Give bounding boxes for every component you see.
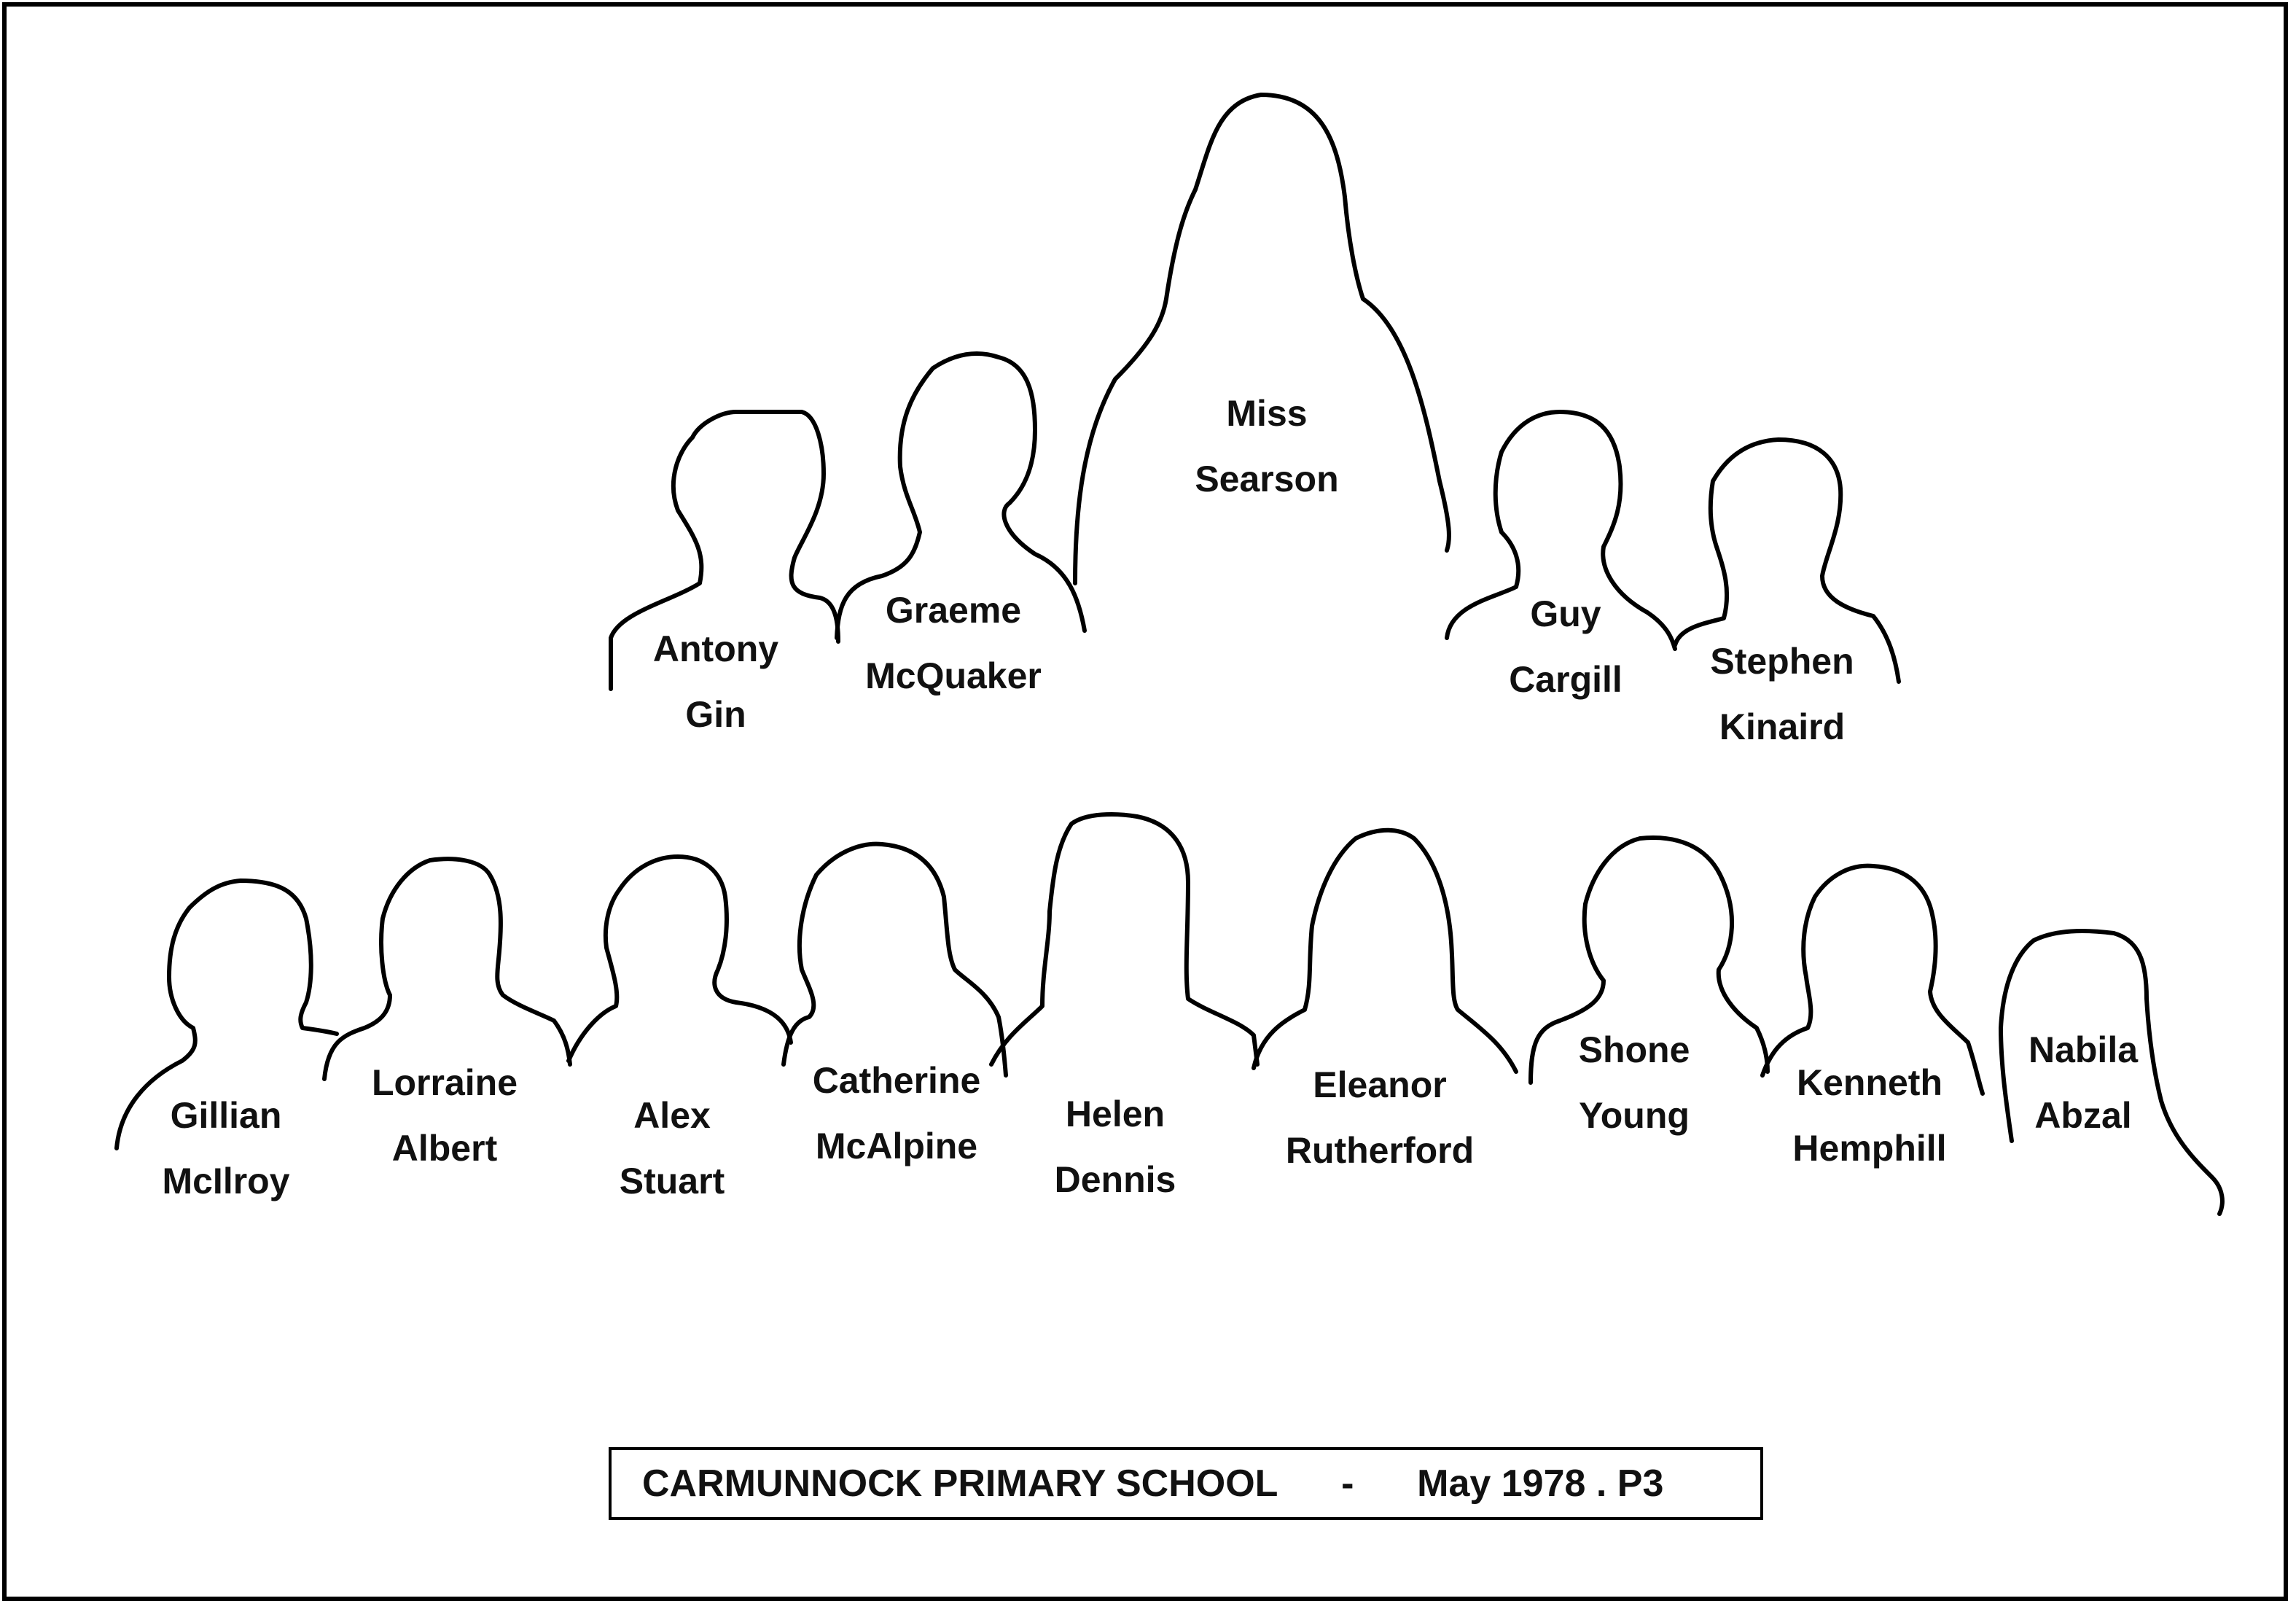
silhouette-stephen-kinaird (1673, 437, 1901, 684)
person-last-name: Young (1579, 1095, 1690, 1136)
person-last-name: McQuaker (865, 655, 1042, 696)
silhouette-eleanor-rutherford (1252, 827, 1518, 1074)
caption-date: May 1978 . P3 (1417, 1462, 1664, 1505)
silhouette-kenneth-hemphill (1760, 863, 1985, 1096)
person-label-antony-gin: Antony Gin (599, 616, 832, 747)
person-label-alex-stuart: Alex Stuart (555, 1083, 789, 1214)
person-first-name: Lorraine (371, 1062, 518, 1103)
silhouette-helen-dennis (989, 812, 1260, 1067)
person-first-name: Shone (1578, 1029, 1690, 1070)
person-first-name: Alex (633, 1095, 711, 1136)
person-first-name: Antony (652, 628, 779, 669)
person-first-name: Catherine (812, 1060, 981, 1101)
person-last-name: Searson (1195, 459, 1339, 499)
person-last-name: McAlpine (815, 1126, 978, 1166)
person-label-graeme-mcquaker: Graeme McQuaker (837, 577, 1070, 709)
person-label-gillian-mcilroy: Gillian McIlroy (109, 1083, 343, 1214)
silhouette-gillian-mcilroy (114, 878, 339, 1150)
silhouette-guy-cargill (1445, 410, 1677, 651)
person-last-name: Dennis (1054, 1159, 1176, 1200)
person-last-name: Stuart (619, 1161, 725, 1201)
person-last-name: Gin (685, 694, 746, 735)
person-last-name: Rutherford (1285, 1130, 1475, 1171)
person-label-eleanor-rutherford: Eleanor Rutherford (1263, 1052, 1496, 1183)
person-first-name: Gillian (170, 1095, 282, 1136)
person-label-guy-cargill: Guy Cargill (1449, 581, 1682, 712)
silhouette-miss-searson (1073, 93, 1451, 585)
person-last-name: McIlroy (162, 1161, 290, 1201)
person-first-name: Eleanor (1313, 1064, 1447, 1105)
person-last-name: Albert (391, 1128, 498, 1169)
person-label-miss-searson: Miss Searson (1150, 381, 1383, 512)
person-label-kenneth-hemphill: Kenneth Hemphill (1753, 1050, 1986, 1181)
person-first-name: Guy (1530, 593, 1601, 634)
caption-separator: - (1341, 1462, 1354, 1505)
person-label-shone-young: Shone Young (1518, 1017, 1751, 1148)
silhouette-nabila-abzal (1999, 929, 2225, 1216)
silhouette-alex-stuart (566, 854, 793, 1063)
caption-box: CARMUNNOCK PRIMARY SCHOOL - May 1978 . P… (609, 1447, 1763, 1520)
person-label-catherine-mcalpine: Catherine McAlpine (780, 1048, 1013, 1179)
person-last-name: Hemphill (1792, 1128, 1947, 1169)
silhouette-lorraine-albert (322, 857, 572, 1081)
person-first-name: Kenneth (1797, 1062, 1942, 1103)
person-label-helen-dennis: Helen Dennis (999, 1081, 1232, 1212)
person-first-name: Helen (1065, 1094, 1165, 1134)
silhouette-catherine-mcalpine (781, 841, 1008, 1078)
person-first-name: Graeme (885, 590, 1022, 631)
person-first-name: Miss (1226, 393, 1308, 434)
person-label-lorraine-albert: Lorraine Albert (328, 1050, 561, 1181)
person-last-name: Abzal (2034, 1095, 2132, 1136)
person-first-name: Nabila (2028, 1029, 2139, 1070)
person-first-name: Stephen (1710, 641, 1854, 682)
silhouette-shone-young (1528, 835, 1770, 1085)
person-last-name: Cargill (1509, 659, 1623, 700)
person-last-name: Kinaird (1719, 706, 1846, 747)
person-label-nabila-abzal: Nabila Abzal (1967, 1017, 2200, 1148)
silhouette-graeme-mcquaker (835, 351, 1087, 640)
person-label-stephen-kinaird: Stephen Kinaird (1666, 628, 1899, 760)
caption-school: CARMUNNOCK PRIMARY SCHOOL (642, 1462, 1278, 1505)
silhouette-antony-gin (609, 410, 840, 691)
